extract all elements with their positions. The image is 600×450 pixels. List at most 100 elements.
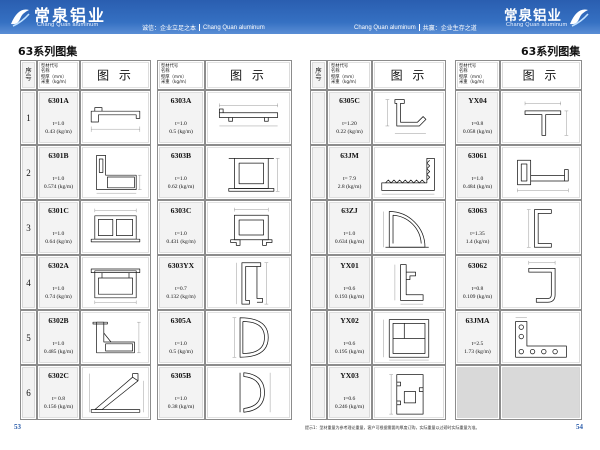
profile-drawing-svg — [236, 262, 269, 305]
profile-drawing — [80, 365, 151, 420]
profile-drawing — [205, 255, 292, 310]
header-band — [0, 0, 600, 34]
profile-drawing — [205, 310, 292, 365]
profile-drawing — [372, 255, 446, 310]
drawing-header-label: 图 示 — [230, 68, 267, 83]
spec-header-line: 米重（kg/m） — [331, 80, 360, 86]
profile-drawing — [500, 255, 582, 310]
profile-thickness: t=1.0 — [175, 176, 187, 182]
profile-thickness: t=1.0 — [52, 286, 65, 292]
profile-code: 6301B — [48, 151, 69, 160]
index-header: 序号 — [20, 60, 37, 90]
drawing-header-label: 图 示 — [522, 68, 560, 83]
profile-drawing-svg — [90, 268, 141, 305]
profile-code: YX01 — [340, 261, 359, 270]
brand-name-en: Chang Quan aluminum — [37, 22, 99, 28]
profile-drawing — [205, 145, 292, 200]
profile-thickness: t=0.8 — [471, 286, 484, 292]
empty-cell — [455, 365, 500, 420]
row-number-cell — [310, 365, 327, 420]
profile-drawing-svg — [389, 374, 424, 415]
profile-drawing — [205, 365, 292, 420]
drawing-header: 图 示 — [80, 60, 151, 90]
profile-weight: 0.5 (kg/m) — [169, 349, 193, 355]
spec-header-line: 型材代号 — [459, 64, 477, 69]
drawing-header: 图 示 — [500, 60, 582, 90]
row-number: 4 — [26, 277, 31, 288]
profile-code: 63063 — [468, 206, 487, 215]
slogan-left-en: Chang Quan aluminum — [203, 24, 265, 31]
drawing-header-label: 图 示 — [390, 68, 428, 83]
slogan-left: 诚信：企业立足之本 Chang Quan aluminum — [142, 23, 265, 32]
profile-thickness: t=0.6 — [343, 341, 356, 347]
profile-code: 6301C — [48, 206, 69, 215]
profile-code: 6303B — [170, 151, 192, 160]
drawing-header: 图 示 — [205, 60, 292, 90]
profile-drawing-svg — [90, 208, 141, 243]
profile-thickness: t=1.0 — [175, 231, 187, 237]
profile-code: 63ZJ — [341, 206, 358, 215]
profile-code: 6305A — [170, 316, 192, 325]
profile-weight: 0.485 (kg/m) — [43, 349, 74, 355]
spec-header-line: 壁厚（mm） — [459, 74, 485, 80]
profile-drawing — [372, 365, 446, 420]
profile-weight: 2.8 (kg/m) — [337, 184, 362, 190]
profile-weight: 0.246 (kg/m) — [334, 404, 365, 410]
profile-thickness: t=2.5 — [471, 341, 484, 347]
profile-drawing — [80, 255, 151, 310]
spec-header-line: 名称 — [41, 69, 50, 75]
profile-code: 63062 — [468, 261, 487, 270]
profile-thickness: t=0.6 — [343, 396, 356, 402]
profile-thickness: t=1.35 — [470, 231, 485, 237]
profile-drawing-svg — [239, 372, 271, 413]
profile-thickness: t=1.0 — [175, 121, 187, 127]
spec-header-line: 名称 — [161, 69, 170, 75]
spec-header-line: 米重（kg/m） — [41, 80, 70, 86]
profile-weight: 0.64 (kg/m) — [45, 239, 72, 245]
profile-weight: 0.634 (kg/m) — [334, 239, 365, 245]
spec-header-line: 型材代号 — [331, 64, 349, 69]
spec-header: 型材代号名称壁厚（mm）米重（kg/m） — [327, 60, 372, 90]
profile-thickness: t=0.8 — [471, 121, 484, 127]
row-number-cell — [310, 145, 327, 200]
row-number-cell — [310, 90, 327, 145]
slogan-right: Chang Quan aluminum 共赢：企业生存之道 — [354, 23, 477, 32]
profile-drawing — [80, 200, 151, 255]
profile-drawing-svg — [218, 103, 279, 127]
profile-drawing — [500, 90, 582, 145]
profile-weight: 0.74 (kg/m) — [45, 294, 72, 300]
profile-weight: 0.193 (kg/m) — [334, 294, 365, 300]
profile-weight: 0.484 (kg/m) — [462, 184, 493, 190]
profile-drawing — [80, 310, 151, 365]
profile-code: 6302C — [48, 371, 69, 380]
brand-logo-icon — [11, 9, 30, 27]
profile-drawing — [372, 200, 446, 255]
profile-drawing-svg — [383, 211, 429, 248]
profile-thickness: t= 7.9 — [342, 176, 357, 182]
profile-drawing — [205, 90, 292, 145]
page-number-right: 54 — [576, 423, 583, 431]
profile-code: 6303YX — [167, 261, 195, 270]
profile-thickness: t=1.0 — [471, 176, 484, 182]
profile-weight: 1.73 (kg/m) — [464, 349, 491, 355]
drawing-header: 图 示 — [372, 60, 446, 90]
profile-drawing-svg — [383, 319, 430, 361]
slogan-left-cn: 诚信：企业立足之本 — [142, 25, 197, 32]
row-number-cell: 4 — [20, 255, 37, 310]
spec-header-line: 型材代号 — [161, 64, 179, 69]
profile-code: 6305C — [339, 96, 360, 105]
